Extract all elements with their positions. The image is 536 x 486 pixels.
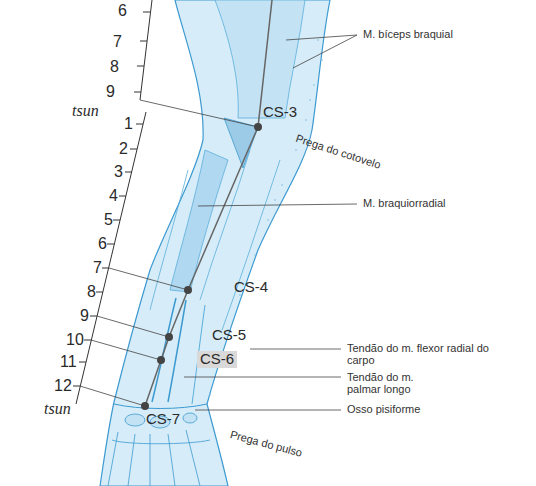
scale-number: 1 bbox=[124, 115, 133, 133]
anatomy-label: Tendão do m. flexor radial do carpo bbox=[346, 342, 498, 366]
reference-line bbox=[80, 100, 258, 406]
point-label: CS-6 bbox=[197, 351, 237, 368]
wrist-crease bbox=[114, 404, 207, 409]
scale-number: 11 bbox=[60, 353, 77, 371]
muscle-line bbox=[200, 150, 250, 300]
point-label: CS-4 bbox=[234, 279, 268, 296]
meridian-line bbox=[145, 0, 272, 406]
scale-number: 10 bbox=[66, 331, 84, 349]
biceps-muscle bbox=[215, 0, 305, 118]
scale-number: 5 bbox=[104, 211, 113, 229]
scale-number: 7 bbox=[113, 33, 122, 51]
scale-number: 8 bbox=[110, 58, 119, 76]
scale-number: 6 bbox=[118, 2, 127, 20]
scale-number: 9 bbox=[106, 83, 115, 101]
scale-number: 2 bbox=[119, 140, 128, 158]
scale-number: 4 bbox=[109, 187, 118, 205]
scale-number: 12 bbox=[54, 377, 72, 395]
anatomy-label: M. braquiorradial bbox=[362, 197, 447, 209]
scale-number: 8 bbox=[87, 283, 96, 301]
acupoint-dot bbox=[141, 123, 262, 410]
leader-line bbox=[184, 35, 357, 410]
point-label: CS-7 bbox=[146, 411, 180, 428]
scale-number: 6 bbox=[98, 235, 107, 253]
anatomy-label: M. bíceps braquial bbox=[362, 28, 454, 40]
muscle-line bbox=[222, 160, 280, 330]
unit-label: tsun bbox=[44, 400, 71, 418]
crease-label: Prega do cotovelo bbox=[294, 132, 382, 171]
scale-number: 9 bbox=[80, 307, 89, 325]
muscle-line bbox=[150, 170, 188, 310]
unit-label: tsun bbox=[72, 102, 99, 120]
scale-number: 3 bbox=[114, 163, 123, 181]
brachioradialis-muscle bbox=[170, 150, 228, 292]
point-label: CS-5 bbox=[212, 327, 246, 344]
anatomy-label: Osso pisiforme bbox=[346, 403, 421, 415]
anatomy-label: Tendão do m. palmar longo bbox=[346, 371, 448, 395]
point-label: CS-3 bbox=[263, 104, 297, 121]
stipple bbox=[209, 39, 323, 396]
tsun-ruler bbox=[73, 0, 152, 404]
arm-outline bbox=[100, 0, 330, 486]
crease-label: Prega do pulso bbox=[229, 428, 304, 459]
scale-number: 7 bbox=[93, 259, 102, 277]
